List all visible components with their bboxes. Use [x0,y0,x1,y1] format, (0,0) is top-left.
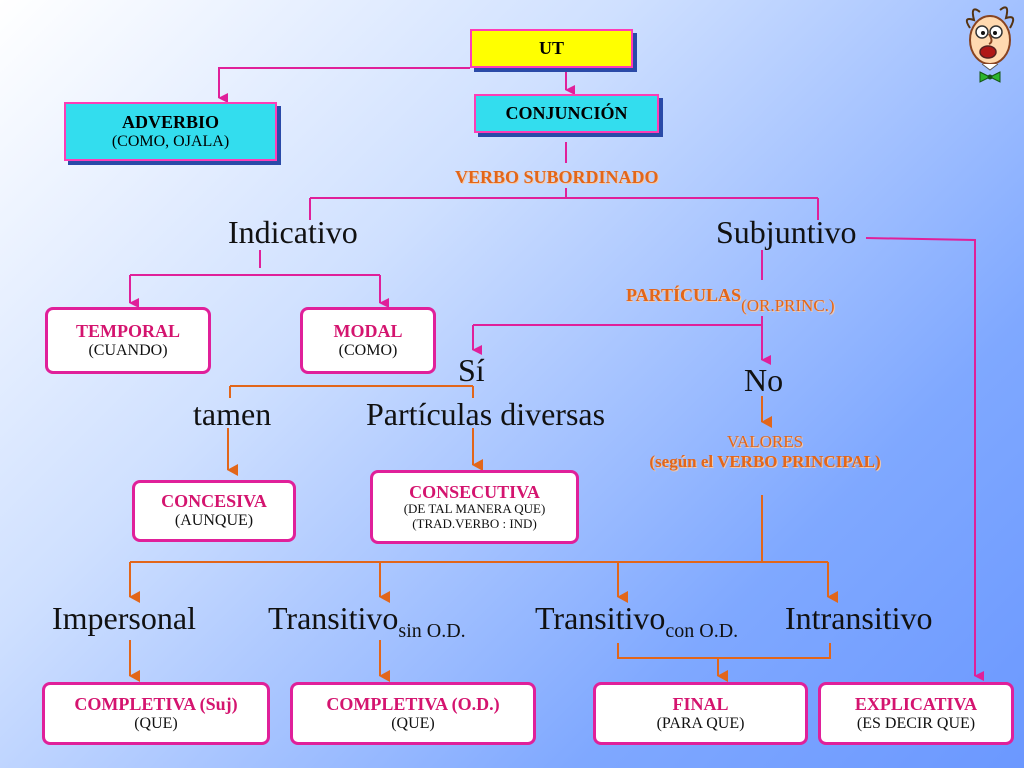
si-label: Sí [458,352,485,388]
completiva-od-node: COMPLETIVA (O.D.) (QUE) [290,682,536,745]
completiva-od-title: COMPLETIVA (O.D.) [326,693,500,714]
adverbio-node: ADVERBIO (COMO, OJALA) [64,102,277,161]
temporal-example: (CUANDO) [88,341,168,359]
subjuntivo-label: Subjuntivo [716,214,857,250]
valores-line1: VALORES [726,432,804,451]
indicativo-label: Indicativo [228,214,358,250]
particulas-label: PARTÍCULAS(OR.PRINC.) [626,285,835,315]
concesiva-example: (AUNQUE) [174,512,254,530]
verbo-subordinado-label: VERBO SUBORDINADO [455,167,659,187]
cartoon-face-icon [965,6,1015,83]
modal-node: MODAL (COMO) [300,307,436,374]
transitivo-con-label: Transitivocon O.D. [535,600,738,643]
valores-line2: (según el VERBO PRINCIPAL) [649,452,881,471]
modal-title: MODAL [333,320,403,341]
conjuncion-title: CONJUNCIÓN [505,103,628,124]
concesiva-node: CONCESIVA (AUNQUE) [132,480,296,542]
explicativa-node: EXPLICATIVA (ES DECIR QUE) [818,682,1014,745]
tamen-label: tamen [193,396,272,432]
explicativa-title: EXPLICATIVA [854,693,978,714]
intransitivo-label: Intransitivo [785,600,933,636]
temporal-title: TEMPORAL [75,320,180,341]
completiva-suj-title: COMPLETIVA (Suj) [74,693,238,714]
consecutiva-example: (DE TAL MANERA QUE) [403,501,546,517]
final-example: (PARA QUE) [656,714,745,732]
transitivo-sin-sub: sin O.D. [398,620,466,642]
consecutiva-node: CONSECUTIVA (DE TAL MANERA QUE) (TRAD.VE… [370,470,579,544]
adverbio-examples: (COMO, OJALA) [111,132,230,150]
root-node-ut: UT [470,29,633,68]
particulas-sub: (OR.PRINC.) [741,296,835,315]
completiva-suj-node: COMPLETIVA (Suj) (QUE) [42,682,270,745]
particulas-diversas-label: Partículas diversas [366,396,606,432]
no-label: No [744,362,784,398]
transitivo-sin-main: Transitivo [268,600,399,636]
completiva-suj-example: (QUE) [134,714,178,732]
impersonal-label: Impersonal [52,600,196,636]
concesiva-title: CONCESIVA [161,491,267,512]
temporal-node: TEMPORAL (CUANDO) [45,307,211,374]
final-title: FINAL [672,693,729,714]
consecutiva-title: CONSECUTIVA [409,481,540,502]
valores-label: VALORES (según el VERBO PRINCIPAL) [600,432,930,472]
consecutiva-note: (TRAD.VERBO : IND) [412,516,537,532]
transitivo-con-sub: con O.D. [665,620,739,642]
completiva-od-example: (QUE) [391,714,435,732]
transitivo-sin-label: Transitivosin O.D. [268,600,466,643]
final-node: FINAL (PARA QUE) [593,682,808,745]
adverbio-title: ADVERBIO [121,111,219,132]
transitivo-con-main: Transitivo [535,600,666,636]
particulas-main: PARTÍCULAS [626,285,742,305]
root-node-label: UT [538,38,564,59]
modal-example: (COMO) [338,341,398,359]
explicativa-example: (ES DECIR QUE) [856,714,976,732]
conjuncion-node: CONJUNCIÓN [474,94,659,133]
